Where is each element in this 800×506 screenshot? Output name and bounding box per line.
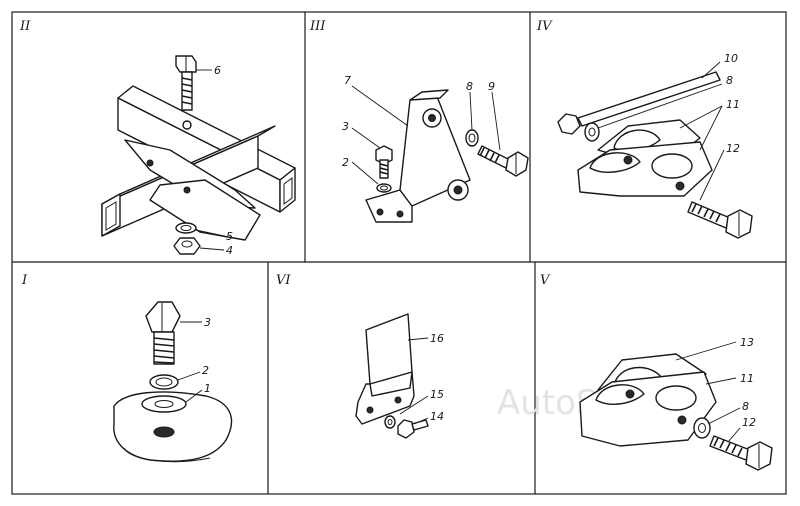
callout-16: 16 [430, 332, 444, 345]
callout-14: 14 [430, 410, 444, 423]
washer-2-bracket [376, 183, 392, 193]
washer-2-mount [149, 374, 179, 390]
callout-9: 9 [488, 80, 495, 93]
bracket-7 [365, 89, 471, 223]
callout-3-bracket: 3 [342, 120, 349, 133]
bolt-3-mount [145, 301, 181, 365]
callout-4: 4 [226, 244, 233, 257]
callout-10: 10 [724, 52, 738, 65]
clamp-plate [124, 139, 261, 241]
callout-2-bracket: 2 [342, 156, 349, 169]
washer-8-clamp-v [693, 417, 711, 439]
callout-15: 15 [430, 388, 444, 401]
bolt-3-bracket [375, 145, 393, 179]
stud-10 [577, 71, 721, 127]
panel-label-iii: III [309, 19, 326, 34]
callout-12-v: 12 [742, 416, 756, 429]
callout-11-iv: 11 [726, 98, 740, 111]
panel-v: V 13 11 8 [540, 273, 773, 471]
callout-6: 6 [214, 64, 221, 77]
washer-8-bracket [465, 129, 479, 147]
panel-label-v: V [540, 273, 551, 288]
panel-label-i: I [21, 273, 28, 288]
nut-4 [173, 237, 201, 255]
panel-i: I 3 2 1 [21, 273, 233, 463]
callout-3-mount: 3 [204, 316, 211, 329]
panel-iii: III [309, 19, 529, 223]
callout-8-bracket: 8 [466, 80, 473, 93]
clamp-11-lower [577, 141, 713, 197]
panel-label-vi: VI [276, 273, 291, 288]
bolt-14 [397, 419, 429, 439]
washer-15 [384, 415, 396, 429]
callout-13: 13 [740, 336, 754, 349]
panel-label-iv: IV [536, 19, 553, 34]
callout-8-v: 8 [742, 400, 749, 413]
panel-label-ii: II [19, 19, 31, 34]
callout-5: 5 [226, 230, 233, 243]
plate-16 [365, 313, 413, 385]
callout-7: 7 [344, 74, 351, 87]
callout-12-iv: 12 [726, 142, 740, 155]
bolt-9 [477, 145, 529, 177]
callout-1: 1 [204, 382, 211, 395]
nut-stud-10 [557, 113, 581, 135]
bolt-6 [175, 55, 197, 111]
panel-iv: IV [536, 19, 753, 239]
panel-grid [11, 11, 787, 495]
panel-ii: II [19, 19, 296, 257]
washer-5 [175, 222, 197, 234]
bolt-12-iv [687, 201, 753, 239]
panel-vi: VI 16 15 14 [276, 273, 444, 439]
callout-11-v: 11 [740, 372, 754, 385]
callout-8-iv: 8 [726, 74, 733, 87]
washer-8-clamp-iv [584, 122, 600, 142]
bracket-15 [355, 371, 415, 425]
bolt-12-v [709, 435, 773, 471]
rubber-mount-1 [113, 391, 233, 463]
callout-2-mount: 2 [202, 364, 209, 377]
